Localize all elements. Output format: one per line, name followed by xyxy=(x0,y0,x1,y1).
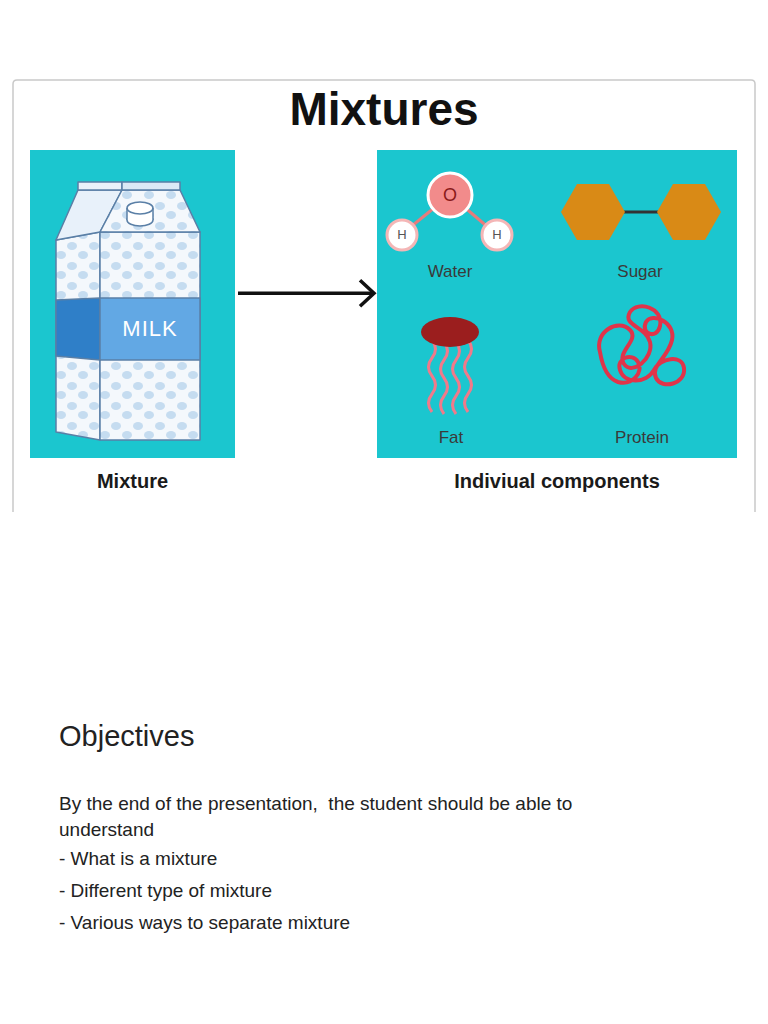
atom-symbol: O xyxy=(443,185,457,206)
body-text: By the end of the presentation, the stud… xyxy=(59,791,639,843)
bullet-item: - Various ways to separate mixture xyxy=(59,912,350,934)
component-label: Fat xyxy=(439,428,464,448)
milk-carton xyxy=(56,182,200,440)
flow-arrow xyxy=(238,280,374,306)
section-heading: Objectives xyxy=(59,720,194,753)
atom-symbol: H xyxy=(397,227,406,242)
bullet-item: - Different type of mixture xyxy=(59,880,272,902)
panel-caption: Indiviual components xyxy=(454,470,660,493)
diagram-title: Mixtures xyxy=(289,82,478,136)
atom-symbol: H xyxy=(492,227,501,242)
component-label: Protein xyxy=(615,428,669,448)
component-label: Sugar xyxy=(617,262,662,282)
carton-text: MILK xyxy=(122,316,177,342)
component-label: Water xyxy=(428,262,473,282)
frame-outline xyxy=(13,80,755,512)
bullet-item: - What is a mixture xyxy=(59,848,217,870)
panel-caption: Mixture xyxy=(97,470,168,493)
